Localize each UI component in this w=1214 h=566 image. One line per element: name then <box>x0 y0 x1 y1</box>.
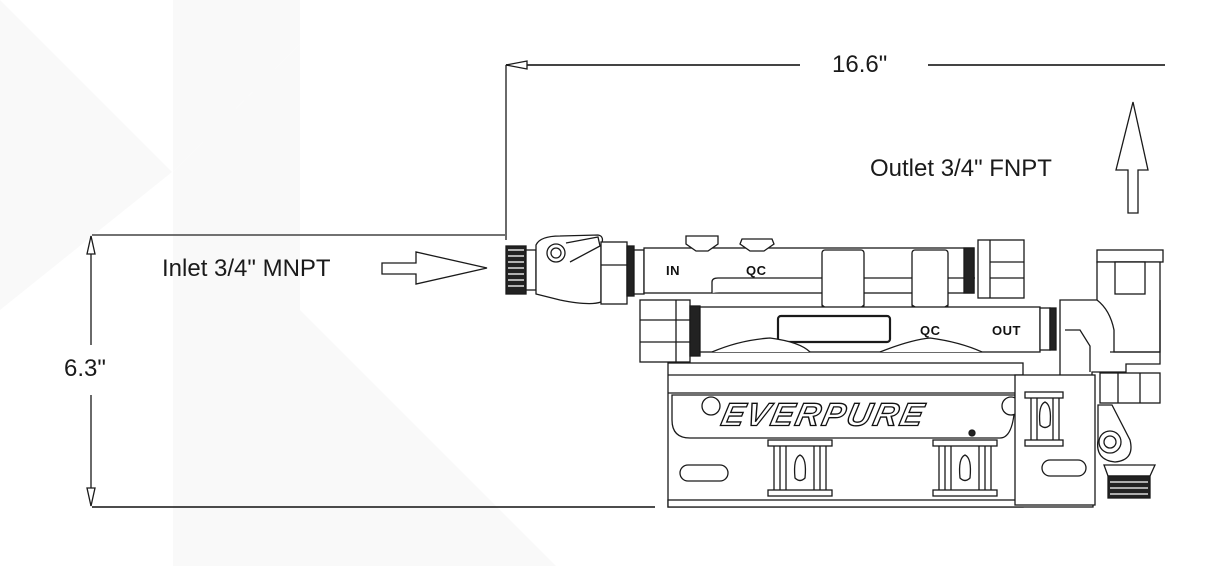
width-dimension-label: 16.6" <box>826 53 894 77</box>
in-manifold <box>643 235 1025 319</box>
outlet-callout-label: Outlet 3/4" FNPT <box>870 155 1052 182</box>
inlet-callout-label: Inlet 3/4" MNPT <box>162 255 331 282</box>
outlet-arrow-icon <box>1115 101 1149 214</box>
keyhole-mount-left <box>767 439 833 497</box>
height-dimension-label: 6.3" <box>64 355 106 382</box>
width-dimension-line <box>505 60 1165 240</box>
height-dimension-line <box>86 234 655 508</box>
mounting-bracket <box>667 362 1096 508</box>
outlet-elbow <box>1059 249 1164 499</box>
in-port-label: IN <box>666 263 680 278</box>
out-manifold <box>639 299 1057 363</box>
qc-top-label: QC <box>746 263 767 278</box>
out-port-label: OUT <box>992 323 1021 338</box>
everpure-logo: EVERPURE <box>717 396 929 434</box>
inlet-fitting <box>505 234 645 305</box>
inlet-arrow-icon <box>381 251 488 285</box>
keyhole-mount-right <box>932 439 998 497</box>
qc-bottom-label: QC <box>920 323 941 338</box>
